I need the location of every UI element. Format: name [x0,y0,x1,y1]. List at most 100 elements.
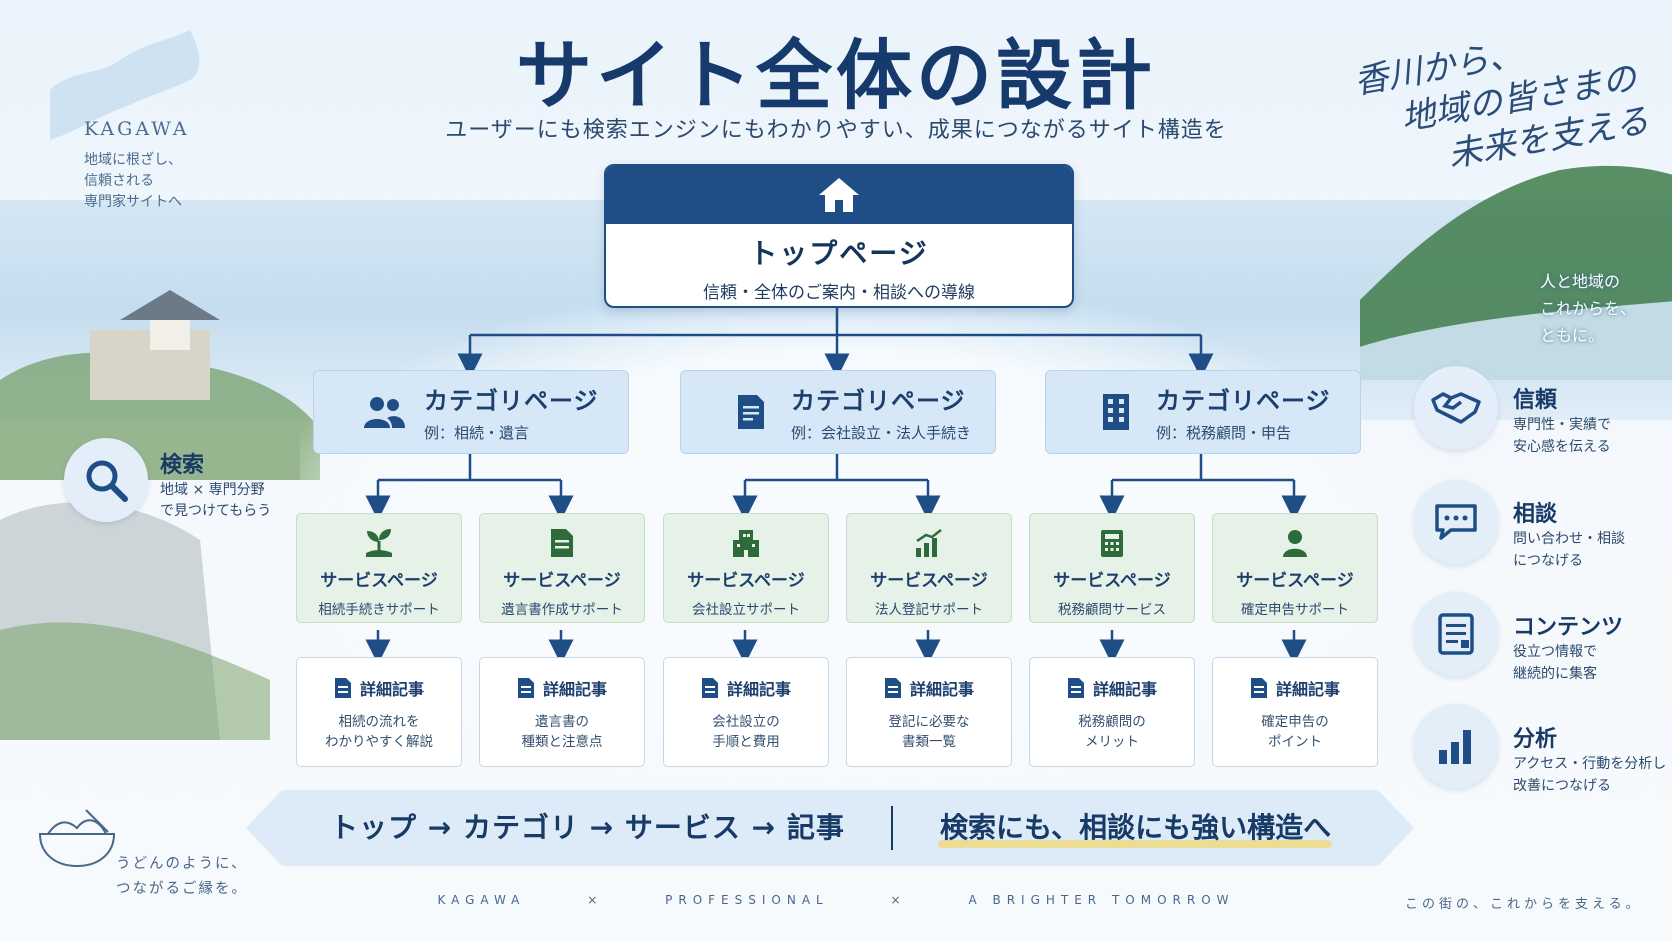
search-description: 地域 × 専門分野 で見つけてもらう [160,480,271,522]
feature-line: アクセス・行動を分析し [1513,756,1667,772]
service-subtitle: 税務顧問サービス [1058,602,1166,618]
trust-feature-circle [1414,366,1498,450]
kagawa-line: 専門家サイトへ [84,194,182,210]
feature-description: 専門性・実績で 安心感を伝える [1513,414,1611,458]
category-title: カテゴリページ [791,387,966,415]
category-title: カテゴリページ [1156,387,1331,415]
search-line: 地域 × 専門分野 [160,482,265,498]
shore-wall-illustration [0,502,270,740]
category-node: カテゴリページ 例：税務顧問・申告 [1045,370,1361,454]
article-line: 手順と費用 [712,734,780,750]
feature-line: 安心感を伝える [1513,439,1611,455]
sprout-icon [366,529,392,557]
service-node: サービスページ 法人登記サポート [846,513,1012,623]
category-node: カテゴリページ 例：会社設立・法人手続き [680,370,996,454]
udon-line: つながるご縁を。 [116,881,248,897]
content-icon [1438,613,1474,655]
kagawa-label: KAGAWA [84,118,190,140]
feature-title: 分析 [1513,727,1558,752]
feature-description: アクセス・行動を分析し 改善につなげる [1513,753,1666,797]
article-node: 詳細記事 税務顧問のメリット [1029,657,1195,767]
service-node: サービスページ 相続手続きサポート [296,513,462,623]
footer-item: KAGAWA [437,893,526,907]
feature-description: 役立つ情報で 継続的に集客 [1513,641,1597,685]
banner-divider [891,806,893,850]
service-title: サービスページ [870,571,988,591]
top-page-title: トップページ [749,237,929,270]
feature-description: 問い合わせ・相談 につなげる [1513,528,1625,572]
search-icon [86,460,128,502]
article-title: 詳細記事 [1275,680,1340,699]
article-icon [1250,678,1267,698]
article-node: 詳細記事 会社設立の手順と費用 [663,657,829,767]
service-title: サービスページ [1053,571,1171,591]
top-page-node: トップページ 信頼・全体のご案内・相談への導線 [604,164,1074,308]
footer-tagline: KAGAWA × PROFESSIONAL × A BRIGHTER TOMOR… [0,893,1672,907]
udon-message: うどんのように、 つながるご縁を。 [116,852,248,902]
top-page-subtitle: 信頼・全体のご案内・相談への導線 [703,283,975,303]
service-node: サービスページ 税務顧問サービス [1029,513,1195,623]
building-icon [1103,394,1129,430]
category-example: 例：会社設立・法人手続き [791,424,972,442]
article-title: 詳細記事 [909,680,974,699]
growth-chart-icon [916,529,942,557]
document-icon [738,395,764,429]
article-node: 詳細記事 遺言書の種類と注意点 [479,657,645,767]
feature-line: 問い合わせ・相談 [1513,531,1625,547]
chat-icon [1435,504,1477,540]
top-page-header [606,166,1072,224]
udon-line: うどんのように、 [116,856,248,872]
article-line: ポイント [1268,734,1322,750]
article-icon [334,678,351,698]
category-example: 例：相続・遺言 [424,424,530,442]
feature-line: 役立つ情報で [1513,644,1597,660]
office-icon [733,530,759,557]
footer-item: PROFESSIONAL [665,893,829,907]
article-title: 詳細記事 [726,680,791,699]
article-icon [701,678,718,698]
udon-bowl-icon [38,809,116,868]
article-line: 税務顧問の [1078,714,1146,730]
article-line: 遺言書の [535,714,589,730]
category-title: カテゴリページ [424,387,599,415]
feature-line: 改善につなげる [1513,778,1611,794]
article-node: 詳細記事 相続の流れをわかりやすく解説 [296,657,462,767]
highlight-underline [938,840,1332,848]
footer-item: A BRIGHTER TOMORROW [968,893,1235,907]
service-subtitle: 相続手続きサポート [318,602,440,618]
page-title: サイト全体の設計 [516,31,1156,120]
article-line: 相続の流れを [338,714,420,730]
article-line: メリット [1085,734,1139,750]
search-title: 検索 [160,453,205,478]
region-line: これからを、 [1540,299,1637,318]
consult-feature-circle [1414,480,1498,564]
article-title: 詳細記事 [359,680,424,699]
bar-chart-icon [1439,730,1471,764]
kagawa-tagline: 地域に根ざし、 信頼される 専門家サイトへ [84,150,182,213]
category-example: 例：税務顧問・申告 [1156,424,1292,442]
article-node: 詳細記事 確定申告のポイント [1212,657,1378,767]
article-title: 詳細記事 [1092,680,1157,699]
island-hill-illustration [1360,165,1672,380]
handshake-icon [1431,392,1481,424]
feature-line: 継続的に集客 [1513,666,1597,682]
article-line: 書類一覧 [902,734,956,750]
region-message: 人と地域の これからを、 ともに。 [1540,268,1636,349]
footer-separator: × [587,893,604,907]
feature-title: 相談 [1513,502,1558,527]
closing-message: この街の、これからを支える。 [1405,897,1643,912]
service-subtitle: 会社設立サポート [692,602,800,618]
article-line: 登記に必要な [888,714,970,730]
service-node: サービスページ 会社設立サポート [663,513,829,623]
service-subtitle: 法人登記サポート [875,602,983,618]
person-icon [1283,530,1307,557]
feature-line: 専門性・実績で [1513,417,1611,433]
feature-title: コンテンツ [1513,615,1624,640]
file-icon [551,529,573,557]
search-line: で見つけてもらう [160,503,272,519]
strong-structure-message: 検索にも、相談にも強い構造へ [940,811,1332,844]
region-line: ともに。 [1540,326,1605,345]
article-icon [884,678,901,698]
article-line: 種類と注意点 [521,734,603,750]
flow-summary: トップ → カテゴリ → サービス → 記事 [330,811,845,844]
